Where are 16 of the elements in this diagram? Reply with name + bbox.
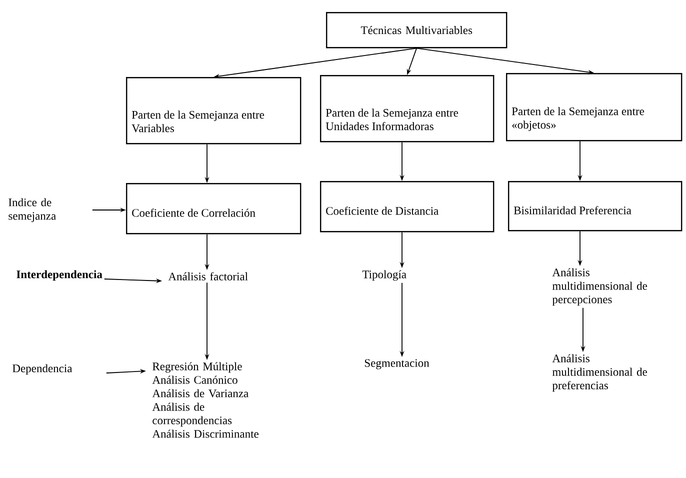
method-text: Segmentacion xyxy=(364,359,430,370)
title-box: Técnicas Multivariables xyxy=(326,12,508,48)
row-label: Interdependencia xyxy=(16,270,102,281)
category-box: Parten de la Semejanza entre Unidades Informadoras xyxy=(320,75,494,142)
method-text: Tipología xyxy=(362,270,406,281)
measure-box: Bisimilaridad Preferencia xyxy=(508,181,682,232)
measure-box: Coeficiente de Distancia xyxy=(320,181,494,232)
row-label: Indice de semejanza xyxy=(8,198,56,222)
method-text: Análisis multidimensional de preferencias xyxy=(552,354,647,392)
category-box: Parten de la Semejanza entre «objetos» xyxy=(506,73,682,142)
measure-box: Coeficiente de Correlación xyxy=(126,183,302,234)
category-box: Parten de la Semejanza entre Variables xyxy=(126,77,302,144)
method-list: Regresión Múltiple Análisis Canónico Análisis de Varianza Análisis de correspondencias Análisis Discriminante xyxy=(152,362,258,438)
row-label: Dependencia xyxy=(12,364,72,375)
method-text: Análisis factorial xyxy=(168,272,248,280)
method-text: Análisis multidimensional de percepciones xyxy=(552,268,647,306)
